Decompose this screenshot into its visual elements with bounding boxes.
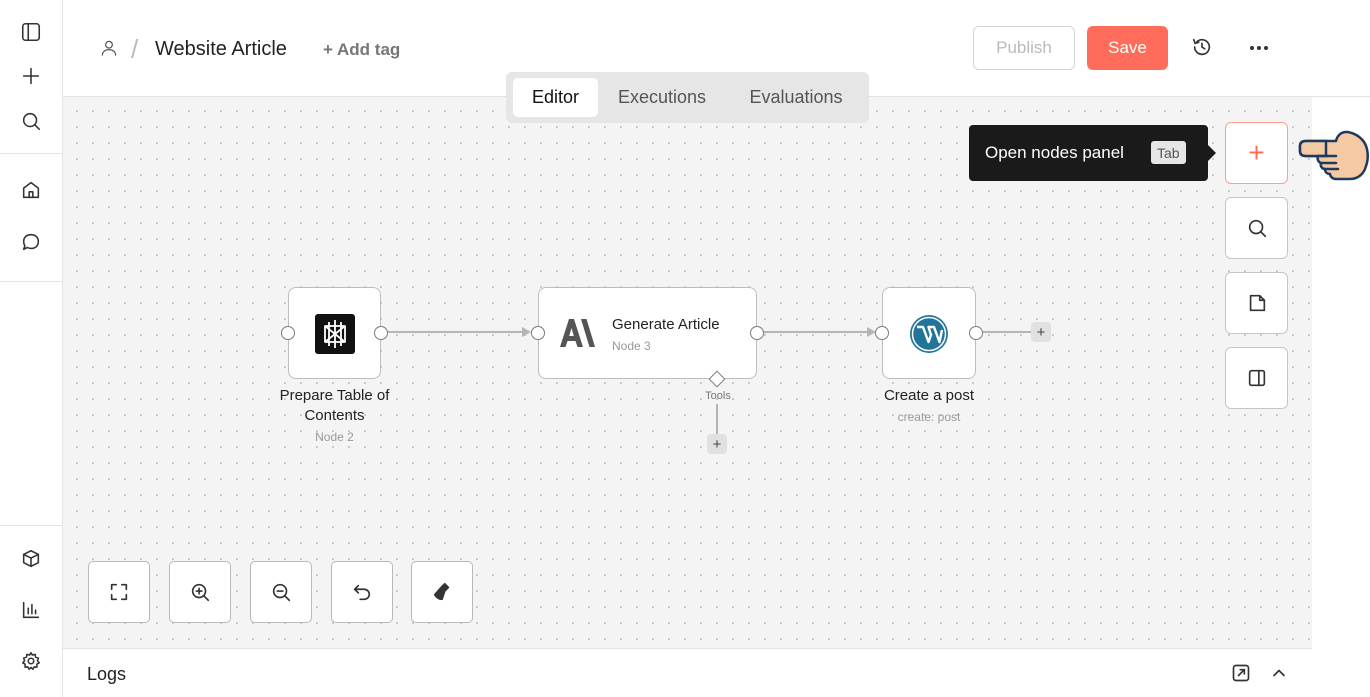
create-icon[interactable]: [13, 58, 49, 94]
zoom-to-fit-button[interactable]: [88, 561, 150, 623]
output-handle[interactable]: [969, 326, 983, 340]
edge-arrow: [522, 327, 531, 337]
tab-executions[interactable]: Executions: [617, 87, 707, 107]
open-nodes-panel-button[interactable]: +: [1225, 122, 1288, 184]
tooltip-text: Open nodes panel: [985, 143, 1124, 162]
add-sticky-note-button[interactable]: [1225, 272, 1288, 334]
input-handle[interactable]: [875, 326, 889, 340]
tools-connector: [716, 404, 718, 434]
output-handle[interactable]: [374, 326, 388, 340]
node-title: Prepare Table of Contents: [279, 387, 390, 424]
add-tag-button[interactable]: + Add tag: [323, 40, 401, 59]
pointing-hand-icon: [1296, 124, 1370, 184]
search-nodes-button[interactable]: [1225, 197, 1288, 259]
perplexity-icon: [315, 314, 355, 354]
zoom-in-button[interactable]: [169, 561, 231, 623]
node-title: Create a post: [883, 387, 975, 404]
connection-edge[interactable]: [764, 331, 870, 333]
zoom-out-icon: [272, 583, 291, 602]
add-next-node-button[interactable]: +: [1031, 322, 1051, 342]
more-options-icon[interactable]: [1247, 36, 1271, 60]
node-create-post[interactable]: [882, 287, 976, 379]
insights-icon[interactable]: [13, 592, 49, 628]
view-tabs: Editor Executions Evaluations: [506, 72, 869, 123]
home-icon[interactable]: [13, 172, 49, 208]
open-nodes-panel-tooltip: Open nodes panel Tab: [969, 125, 1216, 181]
input-handle[interactable]: [531, 326, 545, 340]
node-subtitle: create: post: [897, 410, 961, 424]
sidebar-divider: [0, 525, 62, 526]
input-handle[interactable]: [281, 326, 295, 340]
node-title: Generate Article: [612, 316, 720, 333]
node-subtitle: Node 3: [612, 339, 651, 353]
node-generate-article[interactable]: Generate Article Node 3: [538, 287, 757, 379]
keyboard-shortcut-badge: Tab: [1151, 141, 1186, 164]
pop-out-icon[interactable]: [1231, 663, 1253, 685]
save-button[interactable]: Save: [1087, 26, 1168, 70]
sidebar: [0, 0, 63, 697]
toggle-panel-button[interactable]: [1225, 347, 1288, 409]
anthropic-icon: [557, 317, 597, 349]
tidy-up-button[interactable]: [411, 561, 473, 623]
search-icon: [1248, 219, 1266, 238]
edge-arrow: [867, 327, 876, 337]
publish-button[interactable]: Publish: [973, 26, 1075, 70]
fit-view-icon: [110, 583, 128, 601]
undo-icon: [353, 584, 371, 601]
breadcrumb-separator: /: [131, 34, 139, 64]
sidebar-divider: [0, 281, 62, 282]
tools-label: Tools: [705, 390, 731, 402]
sticky-note-icon: [1249, 294, 1265, 312]
wordpress-icon: [909, 314, 949, 354]
side-panel-icon: [1248, 369, 1265, 387]
output-stub: [983, 331, 1031, 333]
output-handle[interactable]: [750, 326, 764, 340]
templates-icon[interactable]: [13, 541, 49, 577]
node-prepare-toc[interactable]: [288, 287, 381, 379]
zoom-out-button[interactable]: [250, 561, 312, 623]
workflow-title[interactable]: Website Article: [155, 38, 287, 60]
undo-button[interactable]: [331, 561, 393, 623]
user-icon[interactable]: [99, 38, 121, 60]
tab-evaluations[interactable]: Evaluations: [749, 87, 843, 107]
logs-title: Logs: [87, 664, 127, 684]
toggle-sidebar-icon[interactable]: [13, 14, 49, 50]
sidebar-divider: [0, 153, 62, 154]
logs-panel[interactable]: Logs: [63, 648, 1312, 697]
settings-gear-icon[interactable]: [13, 643, 49, 679]
node-subtitle: Node 2: [315, 430, 354, 444]
connection-edge[interactable]: [388, 331, 524, 333]
broom-icon: [433, 582, 450, 601]
tab-editor[interactable]: Editor: [513, 78, 598, 117]
add-tool-button[interactable]: +: [707, 434, 727, 454]
history-icon[interactable]: [1191, 36, 1215, 60]
chat-icon[interactable]: [13, 224, 49, 260]
search-icon[interactable]: [13, 103, 49, 139]
zoom-in-icon: [191, 583, 210, 602]
plus-icon: +: [1248, 137, 1265, 168]
chevron-up-icon[interactable]: [1269, 663, 1291, 685]
